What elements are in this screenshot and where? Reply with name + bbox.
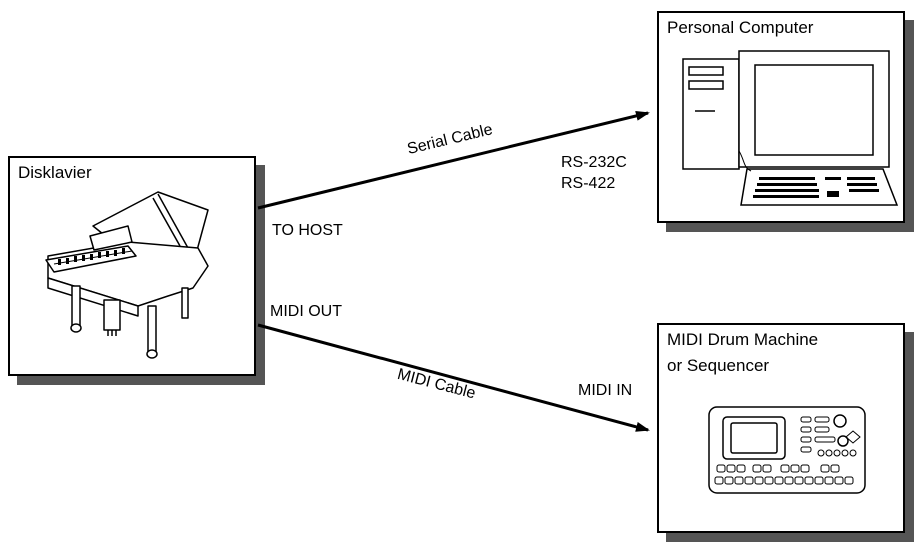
midi-cable-label: MIDI Cable	[395, 365, 478, 403]
desktop-computer-icon	[682, 50, 899, 206]
midi-out-label: MIDI OUT	[270, 303, 342, 320]
drum-title-line2: or Sequencer	[667, 356, 770, 375]
drum-machine-icon	[708, 406, 866, 494]
grand-piano-icon	[45, 191, 209, 359]
drum-title-line1: MIDI Drum Machine	[667, 330, 819, 349]
rs422-label: RS-422	[561, 175, 616, 192]
disklavier-box: Disklavier	[8, 156, 256, 376]
disklavier-title: Disklavier	[18, 163, 92, 182]
rs232c-label: RS-232C	[561, 154, 627, 171]
to-host-label: TO HOST	[272, 222, 343, 239]
computer-title: Personal Computer	[667, 18, 814, 37]
drum-machine-box: MIDI Drum Machine or Sequencer	[657, 323, 905, 533]
midi-cable-line	[257, 323, 650, 432]
computer-box: Personal Computer	[657, 11, 905, 223]
serial-cable-label: Serial Cable	[405, 121, 495, 159]
midi-in-label: MIDI IN	[578, 382, 633, 399]
